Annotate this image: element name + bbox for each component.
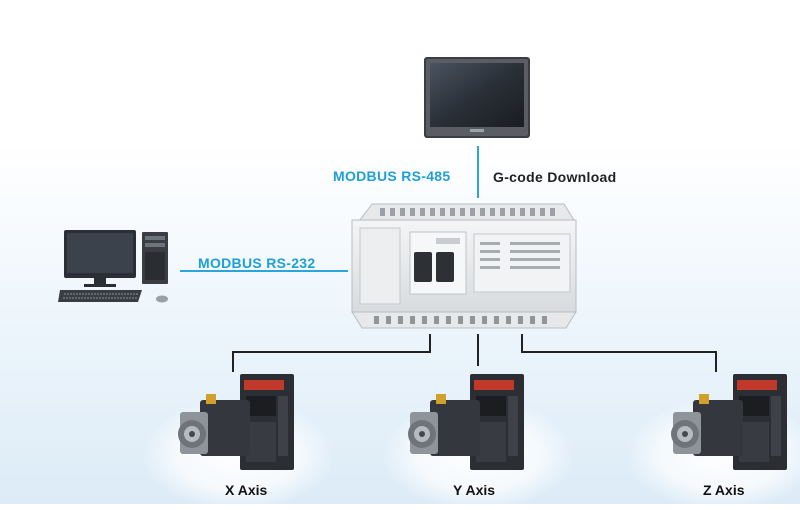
- hmi-function-label: G-code Download: [493, 169, 617, 185]
- plc-x-axis-link: [232, 334, 431, 372]
- pc-device: [58, 228, 178, 308]
- z-axis-label: Z Axis: [703, 482, 745, 498]
- desktop-computer-icon: [58, 230, 168, 303]
- servo-motor-drive-icon: [408, 374, 524, 470]
- plc-z-axis-link: [521, 334, 717, 372]
- plc-device: [350, 198, 580, 334]
- plc-controller-icon: [351, 203, 577, 329]
- servo-motor-drive-icon: [178, 374, 294, 470]
- x-axis-servo: [172, 372, 302, 476]
- servo-motor-drive-icon: [671, 374, 787, 470]
- z-axis-servo: [665, 372, 795, 476]
- y-axis-label: Y Axis: [453, 482, 496, 498]
- hmi-protocol-label: MODBUS RS-485: [333, 168, 451, 184]
- hmi-device: [424, 57, 530, 139]
- hmi-touch-panel-icon: [424, 57, 530, 138]
- pc-protocol-label: MODBUS RS-232: [198, 255, 316, 271]
- y-axis-servo: [402, 372, 532, 476]
- x-axis-label: X Axis: [225, 482, 268, 498]
